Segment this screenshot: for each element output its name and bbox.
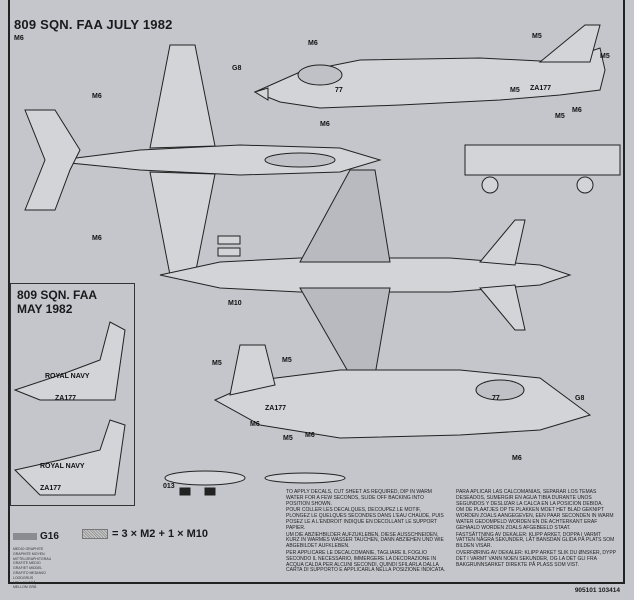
svg-text:77: 77 bbox=[335, 87, 343, 94]
svg-text:G8: G8 bbox=[575, 395, 584, 402]
instructions-col2: Para aplicar las calcomanias, separar lo… bbox=[456, 489, 616, 568]
sheet-code: 905101 103414 bbox=[574, 587, 620, 594]
color-code: G16 bbox=[40, 531, 59, 543]
undercarriage-detail bbox=[464, 144, 621, 194]
svg-text:M6: M6 bbox=[320, 121, 330, 128]
svg-text:M5: M5 bbox=[532, 33, 542, 40]
inset-tail-lower bbox=[14, 419, 126, 496]
svg-text:M10: M10 bbox=[228, 300, 242, 307]
svg-text:M6: M6 bbox=[512, 455, 522, 462]
inset-may-1982: 809 SQN. FAA MAY 1982 bbox=[10, 283, 135, 506]
svg-text:M5: M5 bbox=[555, 113, 565, 120]
svg-text:M5: M5 bbox=[600, 53, 610, 60]
mix-formula: = 3 × M2 + 1 × M10 bbox=[82, 528, 208, 540]
svg-text:ZA177: ZA177 bbox=[55, 395, 76, 402]
svg-text:77: 77 bbox=[492, 395, 500, 402]
svg-text:M6: M6 bbox=[308, 40, 318, 47]
instructions-col1: To apply decals, cut sheet as required, … bbox=[286, 489, 446, 574]
svg-text:ZA177: ZA177 bbox=[530, 85, 551, 92]
svg-text:ROYAL NAVY: ROYAL NAVY bbox=[45, 373, 90, 380]
page-title: 809 SQN. FAA JULY 1982 bbox=[14, 17, 173, 32]
drop-tank bbox=[164, 470, 246, 486]
inset-tail-upper bbox=[13, 321, 126, 401]
svg-text:M6: M6 bbox=[14, 35, 24, 42]
side-view-aircraft-lower bbox=[213, 344, 592, 439]
svg-text:M6: M6 bbox=[250, 421, 260, 428]
svg-text:M6: M6 bbox=[92, 93, 102, 100]
stipple-swatch bbox=[82, 529, 108, 540]
svg-text:M6: M6 bbox=[305, 432, 315, 439]
svg-text:ZA177: ZA177 bbox=[265, 405, 286, 412]
svg-text:M5: M5 bbox=[510, 87, 520, 94]
sheet-frame bbox=[8, 0, 625, 584]
svg-text:M5: M5 bbox=[212, 360, 222, 367]
svg-text:013: 013 bbox=[163, 483, 175, 490]
missile bbox=[264, 472, 346, 484]
top-view-aircraft bbox=[24, 44, 382, 276]
svg-text:M6: M6 bbox=[572, 107, 582, 114]
svg-text:M6: M6 bbox=[92, 235, 102, 242]
side-view-aircraft-upper bbox=[253, 24, 606, 109]
inset-title-line1: 809 SQN. FAA bbox=[17, 288, 98, 302]
svg-text:G8: G8 bbox=[232, 65, 241, 72]
underside-view-aircraft bbox=[159, 169, 572, 376]
svg-text:M5: M5 bbox=[283, 435, 293, 442]
inset-title-line2: MAY 1982 bbox=[17, 302, 73, 316]
svg-text:M5: M5 bbox=[282, 357, 292, 364]
graphite-swatch bbox=[13, 533, 37, 541]
svg-text:ZA177: ZA177 bbox=[40, 485, 61, 492]
svg-text:ROYAL NAVY: ROYAL NAVY bbox=[40, 463, 85, 470]
